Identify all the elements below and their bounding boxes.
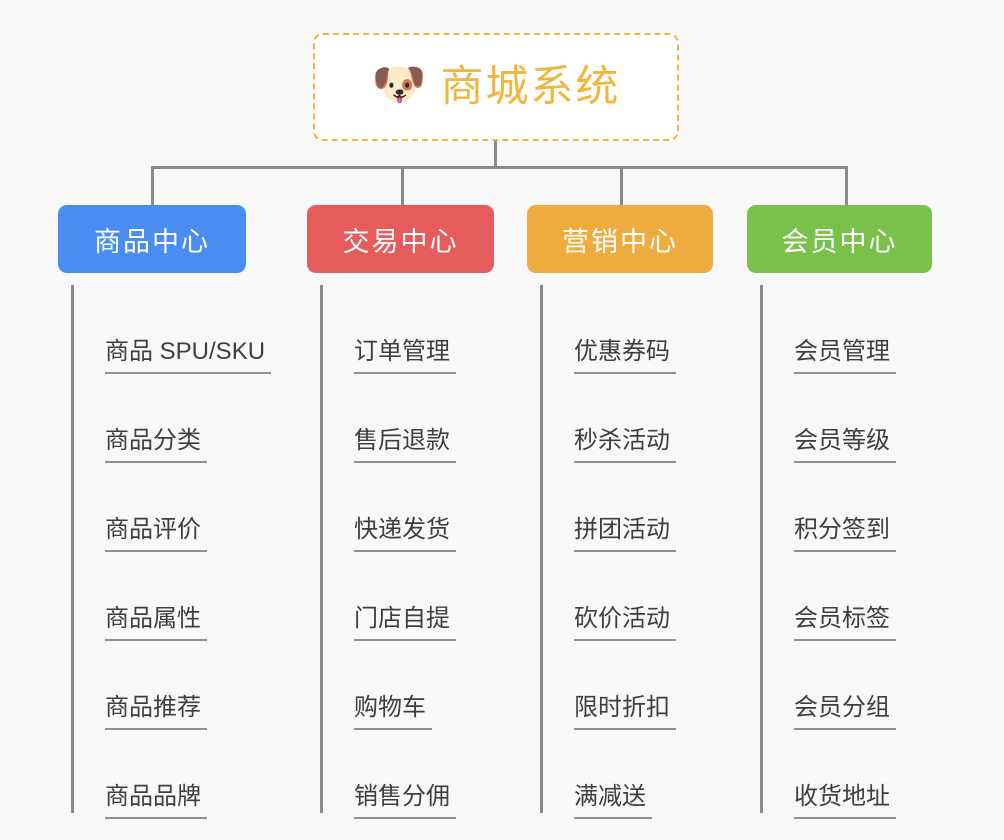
- column-product-center: 商品中心 商品 SPU/SKU 商品分类 商品评价 商品属性 商品推荐 商品品牌: [58, 205, 272, 819]
- connector-spine-member-center: [760, 285, 763, 813]
- leaf-label: 购物车: [354, 694, 432, 730]
- leaf-list-trade-center: 订单管理 售后退款 快递发货 门店自提 购物车 销售分佣: [307, 285, 494, 819]
- connector-horizontal-bus: [151, 166, 848, 169]
- leaf-label: 满减送: [574, 783, 652, 819]
- list-item[interactable]: 砍价活动: [541, 552, 713, 641]
- leaf-label: 拼团活动: [574, 516, 676, 552]
- leaf-label: 商品 SPU/SKU: [105, 338, 272, 374]
- column-member-center: 会员中心 会员管理 会员等级 积分签到 会员标签 会员分组 收货地址: [747, 205, 932, 819]
- root-node-title: 商城系统: [440, 62, 621, 111]
- list-item[interactable]: 门店自提: [321, 552, 494, 641]
- connector-spine-marketing-center: [540, 285, 543, 813]
- leaf-label: 积分签到: [794, 516, 896, 552]
- leaf-label: 门店自提: [354, 605, 456, 641]
- list-item[interactable]: 售后退款: [321, 374, 494, 463]
- leaf-label: 商品品牌: [105, 783, 207, 819]
- leaf-label: 快递发货: [354, 516, 456, 552]
- dog-face-icon: 🐶: [371, 60, 427, 109]
- column-trade-center: 交易中心 订单管理 售后退款 快递发货 门店自提 购物车 销售分佣: [307, 205, 494, 819]
- category-header-product-center[interactable]: 商品中心: [58, 205, 246, 273]
- list-item[interactable]: 购物车: [321, 641, 494, 730]
- list-item[interactable]: 商品评价: [72, 463, 246, 552]
- leaf-label: 商品评价: [105, 516, 207, 552]
- list-item[interactable]: 秒杀活动: [541, 374, 713, 463]
- list-item[interactable]: 商品属性: [72, 552, 246, 641]
- list-item[interactable]: 优惠券码: [541, 285, 713, 374]
- list-item[interactable]: 会员分组: [761, 641, 932, 730]
- list-item[interactable]: 会员标签: [761, 552, 932, 641]
- list-item[interactable]: 收货地址: [761, 730, 932, 819]
- category-header-trade-center[interactable]: 交易中心: [307, 205, 494, 273]
- list-item[interactable]: 商品分类: [72, 374, 246, 463]
- list-item[interactable]: 拼团活动: [541, 463, 713, 552]
- list-item[interactable]: 满减送: [541, 730, 713, 819]
- leaf-list-marketing-center: 优惠券码 秒杀活动 拼团活动 砍价活动 限时折扣 满减送: [527, 285, 713, 819]
- leaf-label: 会员分组: [794, 694, 896, 730]
- leaf-label: 订单管理: [354, 338, 456, 374]
- leaf-label: 秒杀活动: [574, 427, 676, 463]
- leaf-label: 收货地址: [794, 783, 896, 819]
- leaf-label: 售后退款: [354, 427, 456, 463]
- connector-spine-trade-center: [320, 285, 323, 813]
- list-item[interactable]: 商品推荐: [72, 641, 246, 730]
- connector-to-product-center: [151, 166, 154, 208]
- leaf-label: 砍价活动: [574, 605, 676, 641]
- connector-to-trade-center: [401, 166, 404, 208]
- leaf-label: 优惠券码: [574, 338, 676, 374]
- category-header-member-center[interactable]: 会员中心: [747, 205, 932, 273]
- list-item[interactable]: 快递发货: [321, 463, 494, 552]
- list-item[interactable]: 销售分佣: [321, 730, 494, 819]
- leaf-list-member-center: 会员管理 会员等级 积分签到 会员标签 会员分组 收货地址: [747, 285, 932, 819]
- leaf-label: 限时折扣: [574, 694, 676, 730]
- leaf-label: 会员管理: [794, 338, 896, 374]
- leaf-label: 商品属性: [105, 605, 207, 641]
- connector-to-marketing-center: [620, 166, 623, 208]
- connector-spine-product-center: [71, 285, 74, 813]
- leaf-label: 会员等级: [794, 427, 896, 463]
- connector-to-member-center: [845, 166, 848, 208]
- leaf-label: 商品推荐: [105, 694, 207, 730]
- root-node-mall-system[interactable]: 🐶 商城系统: [313, 33, 679, 141]
- list-item[interactable]: 商品 SPU/SKU: [72, 285, 272, 374]
- leaf-label: 销售分佣: [354, 783, 456, 819]
- list-item[interactable]: 积分签到: [761, 463, 932, 552]
- list-item[interactable]: 限时折扣: [541, 641, 713, 730]
- category-header-marketing-center[interactable]: 营销中心: [527, 205, 713, 273]
- list-item[interactable]: 会员管理: [761, 285, 932, 374]
- leaf-label: 商品分类: [105, 427, 207, 463]
- list-item[interactable]: 订单管理: [321, 285, 494, 374]
- leaf-list-product-center: 商品 SPU/SKU 商品分类 商品评价 商品属性 商品推荐 商品品牌: [58, 285, 272, 819]
- column-marketing-center: 营销中心 优惠券码 秒杀活动 拼团活动 砍价活动 限时折扣 满减送: [527, 205, 713, 819]
- leaf-label: 会员标签: [794, 605, 896, 641]
- list-item[interactable]: 会员等级: [761, 374, 932, 463]
- list-item[interactable]: 商品品牌: [72, 730, 246, 819]
- connector-root-down: [494, 141, 497, 169]
